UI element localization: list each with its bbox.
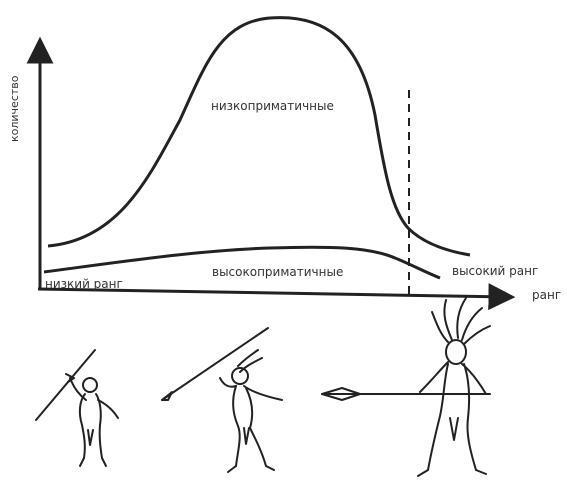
low-rank-warrior-figure	[35, 349, 119, 467]
x-axis-label: ранг	[532, 288, 561, 302]
mid-rank-warrior-figure	[161, 327, 283, 473]
low-primative-label: низкоприматичные	[211, 99, 334, 113]
x-axis-low-label: низкий ранг	[45, 277, 123, 291]
y-axis-label: количество	[8, 75, 21, 142]
high-primative-label: высокоприматичные	[212, 265, 343, 279]
x-axis	[37, 283, 516, 311]
high-rank-warrior-figure	[321, 297, 491, 477]
low-primative-curve	[47, 16, 471, 257]
x-axis-high-label: высокий ранг	[452, 264, 538, 278]
high-primative-curve	[43, 245, 441, 280]
